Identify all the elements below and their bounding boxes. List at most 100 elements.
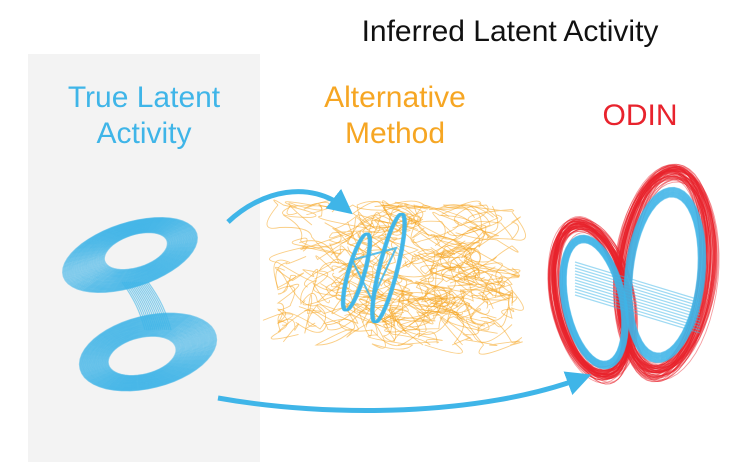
- odin-red-trace-left: [553, 223, 637, 378]
- alternative-method-trace: [382, 307, 443, 346]
- alternative-method-trace: [433, 273, 475, 314]
- odin-red-trace-left: [550, 217, 632, 378]
- alternative-method-trace: [434, 238, 520, 277]
- alternative-method-label-line1: Alternative: [324, 81, 466, 114]
- odin-overlay-bridge: [574, 276, 701, 316]
- odin-red-trace-left: [554, 226, 634, 375]
- odin-red-trace-left: [553, 223, 630, 380]
- odin-red-trace-right: [616, 172, 714, 368]
- alternative-method-trace: [284, 201, 330, 216]
- odin-red-trace-left: [558, 228, 633, 378]
- odin-red-trace-left: [547, 224, 634, 374]
- alternative-method-trace: [454, 262, 514, 301]
- odin-red-trace-left: [555, 222, 631, 385]
- odin-red-trace-left: [557, 227, 627, 378]
- alternative-method-trace: [381, 234, 464, 275]
- alternative-method-trace: [303, 199, 367, 229]
- true-latent-connector: [121, 281, 146, 331]
- odin-red-trace-right: [619, 172, 706, 369]
- odin-red-trace-right: [618, 175, 711, 366]
- odin-red-trace-left: [554, 228, 634, 375]
- true-latent-connector: [129, 281, 154, 331]
- alternative-method-true-overlay: [340, 212, 407, 324]
- alternative-overlay-link: [350, 246, 398, 303]
- odin-red-trace-right: [618, 173, 716, 372]
- odin-overlay-bridge: [574, 270, 701, 310]
- alternative-method-trace: [417, 248, 468, 278]
- true-latent-connector: [141, 281, 166, 331]
- odin-red-trace-left: [548, 222, 631, 384]
- alternative-method-trace: [430, 263, 474, 346]
- odin-red-trace-right: [618, 172, 708, 373]
- odin-red-trace-right: [620, 166, 712, 374]
- alternative-overlay-plane: [343, 232, 373, 312]
- alternative-method-trace: [436, 206, 515, 254]
- odin-red-trace-right: [618, 170, 717, 372]
- alternative-method-trace: [456, 273, 497, 327]
- alternative-method-trace: [338, 314, 452, 347]
- odin-red-trace-right: [617, 170, 720, 381]
- odin-red-trace-left: [554, 221, 631, 377]
- odin-red-trace-right: [616, 163, 716, 373]
- odin-red-trace-left: [553, 225, 631, 373]
- odin-overlay-bridge: [574, 279, 701, 319]
- odin-red-trace-left: [553, 218, 632, 380]
- odin-red-trace-right: [617, 169, 714, 369]
- odin-red-trace-left: [554, 221, 631, 371]
- true-latent-connector: [133, 281, 158, 331]
- alternative-method-trace: [441, 200, 499, 232]
- odin-red-trace-left: [547, 223, 632, 378]
- alternative-method-trace: [273, 259, 297, 295]
- odin-red-trace-left: [551, 220, 627, 381]
- alternative-method-trace: [402, 240, 466, 267]
- alternative-method-trace: [363, 287, 464, 316]
- true-latent-connector: [147, 281, 172, 331]
- true-latent-connector: [125, 281, 150, 331]
- odin-red-trace-left: [551, 223, 630, 375]
- odin-red-trace-right: [621, 170, 705, 376]
- alternative-method-trace: [291, 232, 354, 251]
- alternative-method-trace: [443, 204, 494, 229]
- odin-red-trace-left: [552, 219, 633, 376]
- odin-red-trace-right: [616, 170, 710, 373]
- odin-red-trace-right: [619, 167, 708, 383]
- odin-red-trace-left: [554, 230, 632, 375]
- odin-overlay-bridge: [574, 294, 701, 334]
- alternative-method-trace: [382, 280, 429, 342]
- odin-overlay-bridge: [574, 261, 701, 301]
- odin-red-trace-right: [616, 166, 708, 378]
- odin-red-trace-left: [552, 218, 633, 376]
- odin-overlay-left-lobe: [565, 242, 623, 362]
- odin-red-trace-right: [619, 177, 718, 368]
- odin-red-trace-left: [553, 228, 638, 379]
- alternative-method-trace: [424, 302, 464, 354]
- alternative-method-trace: [413, 281, 453, 307]
- alternative-method-trace: [288, 202, 387, 226]
- odin-red-trace-left: [553, 219, 631, 380]
- odin-red-trace-left: [549, 220, 633, 377]
- odin-red-trace-right: [618, 168, 717, 369]
- odin-red-trace-left: [554, 220, 625, 377]
- odin-red-trace-right: [617, 169, 712, 373]
- odin-red-trajectories: [547, 163, 720, 385]
- alternative-method-trace: [262, 283, 300, 325]
- odin-red-trace-left: [552, 225, 637, 373]
- odin-red-trace-left: [552, 221, 639, 380]
- odin-red-trace-right: [617, 168, 716, 373]
- alternative-method-trace: [400, 231, 504, 286]
- alternative-method-trace: [380, 204, 447, 239]
- alternative-method-trace: [381, 286, 453, 323]
- odin-red-trace-left: [552, 216, 632, 378]
- true-latent-connector: [127, 281, 152, 331]
- odin-red-trace-left: [556, 229, 632, 376]
- alternative-method-trace: [441, 262, 496, 283]
- odin-red-trace-left: [550, 223, 626, 381]
- odin-red-trace-right: [615, 176, 709, 369]
- odin-red-trace-left: [554, 226, 633, 371]
- odin-red-trace-left: [550, 226, 635, 376]
- alternative-method-trace: [347, 221, 477, 289]
- alternative-method-trace: [400, 294, 440, 322]
- odin-red-trace-left: [555, 217, 630, 376]
- odin-red-trace-right: [621, 167, 708, 369]
- alternative-method-trace: [418, 214, 503, 247]
